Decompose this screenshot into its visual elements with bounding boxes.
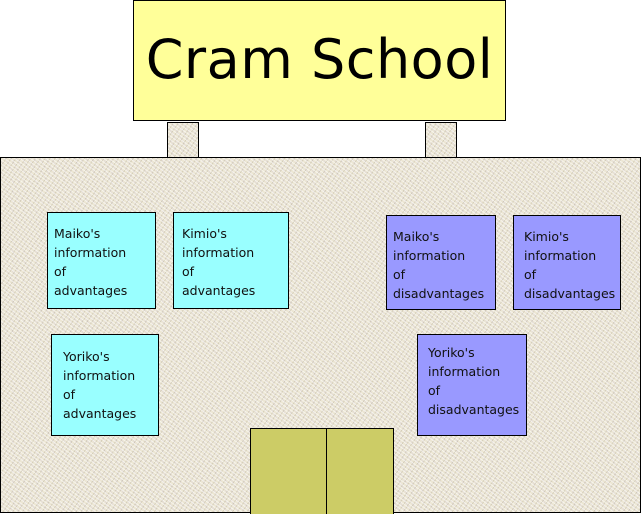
note-line: disadvantages [524,286,616,301]
note-yoriko-disadvantages[interactable]: Yoriko's information of disadvantages [417,334,527,436]
sign-title: Cram School [145,28,494,91]
note-line: Kimio's [182,226,227,241]
note-line: of [428,383,441,398]
note-yoriko-advantages[interactable]: Yoriko's information of advantages [51,334,159,436]
note-line: Yoriko's [428,345,475,360]
note-line: information [524,248,597,263]
door-left[interactable] [250,428,328,514]
sign-post-right [425,122,457,158]
note-maiko-disadvantages[interactable]: Maiko's information of disadvantages [386,215,496,310]
note-line: disadvantages [428,402,520,417]
note-kimio-disadvantages[interactable]: Kimio's information of disadvantages [513,215,621,310]
note-line: of [182,264,195,279]
note-line: disadvantages [393,286,485,301]
note-line: of [63,387,76,402]
note-line: of [54,264,67,279]
note-line: advantages [63,406,137,421]
note-kimio-advantages[interactable]: Kimio's information of advantages [173,212,289,309]
note-line: advantages [54,283,128,298]
note-line: Maiko's [54,226,101,241]
note-line: information [428,364,501,379]
note-line: of [393,267,406,282]
note-line: information [63,368,136,383]
door-right[interactable] [326,428,394,514]
note-line: advantages [182,283,256,298]
note-line: information [54,245,127,260]
note-line: of [524,267,537,282]
note-line: Yoriko's [63,349,110,364]
school-sign: Cram School [133,0,506,121]
note-line: Maiko's [393,229,440,244]
note-maiko-advantages[interactable]: Maiko's information of advantages [47,212,156,309]
sign-post-left [167,122,199,158]
note-line: information [393,248,466,263]
note-line: Kimio's [524,229,569,244]
note-line: information [182,245,255,260]
